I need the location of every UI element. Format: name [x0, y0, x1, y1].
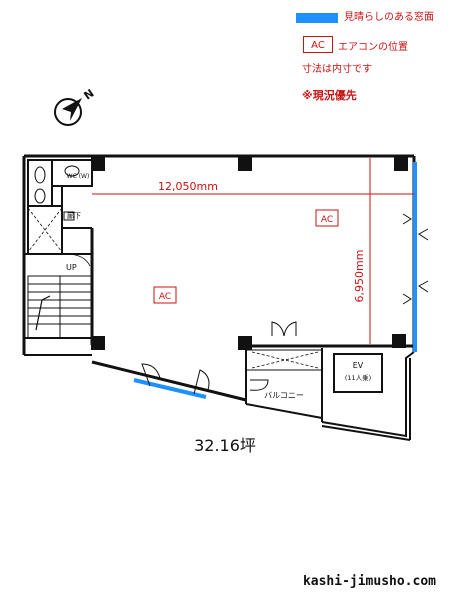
- ac-marker-label: AC: [159, 292, 171, 302]
- view-windows: [133, 162, 417, 399]
- ac-marker: AC: [153, 286, 177, 304]
- window-legend-label: 見晴らしのある窓面: [344, 12, 434, 23]
- window-swatch: [296, 13, 338, 23]
- stair-up-label: UP: [66, 263, 77, 272]
- elevator-capacity-label: (11人乗): [345, 373, 371, 382]
- stair: [24, 275, 93, 356]
- wc-label: WC (W): [67, 173, 90, 180]
- depth-dimension-label: 6,950mm: [353, 250, 366, 303]
- window-marks: [402, 213, 429, 305]
- ac-legend-label: エアコンの位置: [338, 42, 408, 53]
- site-url: kashi-jimusho.com: [302, 574, 436, 589]
- priority-note: ※現況優先: [302, 89, 357, 102]
- width-dimension-label: 12,050mm: [158, 180, 218, 193]
- service-core: [24, 159, 93, 267]
- toilet-icons: [34, 165, 80, 221]
- balcony-label: バルコニー: [264, 391, 304, 400]
- lower-block-walls: [245, 348, 415, 441]
- ac-legend-symbol: AC: [303, 36, 333, 53]
- compass-icon: N: [54, 87, 97, 126]
- ac-marker-label: AC: [321, 215, 333, 225]
- legend: 見晴らしのある窓面 AC エアコンの位置 寸法は内寸です ※現況優先: [0, 0, 450, 120]
- columns: [91, 157, 408, 350]
- elevator-label: EV: [353, 361, 364, 370]
- dimension-lines: [92, 158, 414, 344]
- corridor-label: 廊下: [67, 211, 81, 220]
- floor-area: 32.16坪: [194, 436, 256, 455]
- dims-note: 寸法は内寸です: [302, 64, 372, 75]
- elevator-shaft: [333, 353, 383, 393]
- ac-marker: AC: [315, 209, 339, 227]
- doors: [141, 321, 322, 395]
- compass-north-label: N: [82, 87, 97, 103]
